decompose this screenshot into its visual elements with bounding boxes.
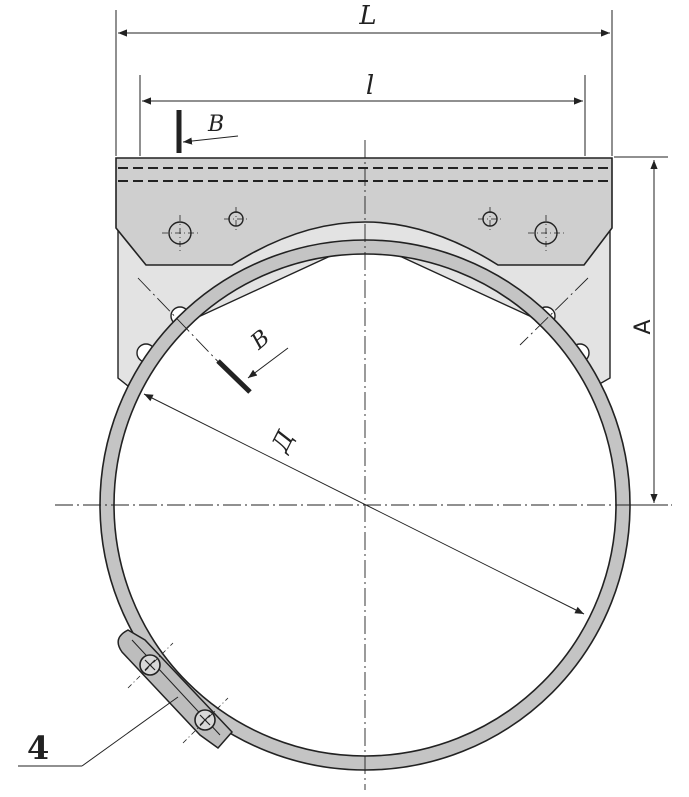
label-diameter: Д	[266, 426, 300, 457]
top-mounting-plate	[115, 157, 613, 266]
section-markers	[176, 110, 289, 394]
dimension-lines	[18, 10, 668, 767]
label-l: l	[366, 71, 374, 101]
clamp-bolt-assembly	[117, 629, 234, 750]
plate-bolt-holes	[162, 207, 564, 251]
diameter-dimension	[143, 393, 585, 615]
label-callout: 4	[27, 729, 49, 767]
label-L: L	[358, 1, 376, 31]
side-plate-holes	[136, 306, 590, 363]
label-A: A	[631, 319, 656, 334]
label-section-side: B	[246, 325, 275, 355]
label-section-top: B	[207, 112, 224, 137]
callout-leader	[81, 696, 179, 767]
